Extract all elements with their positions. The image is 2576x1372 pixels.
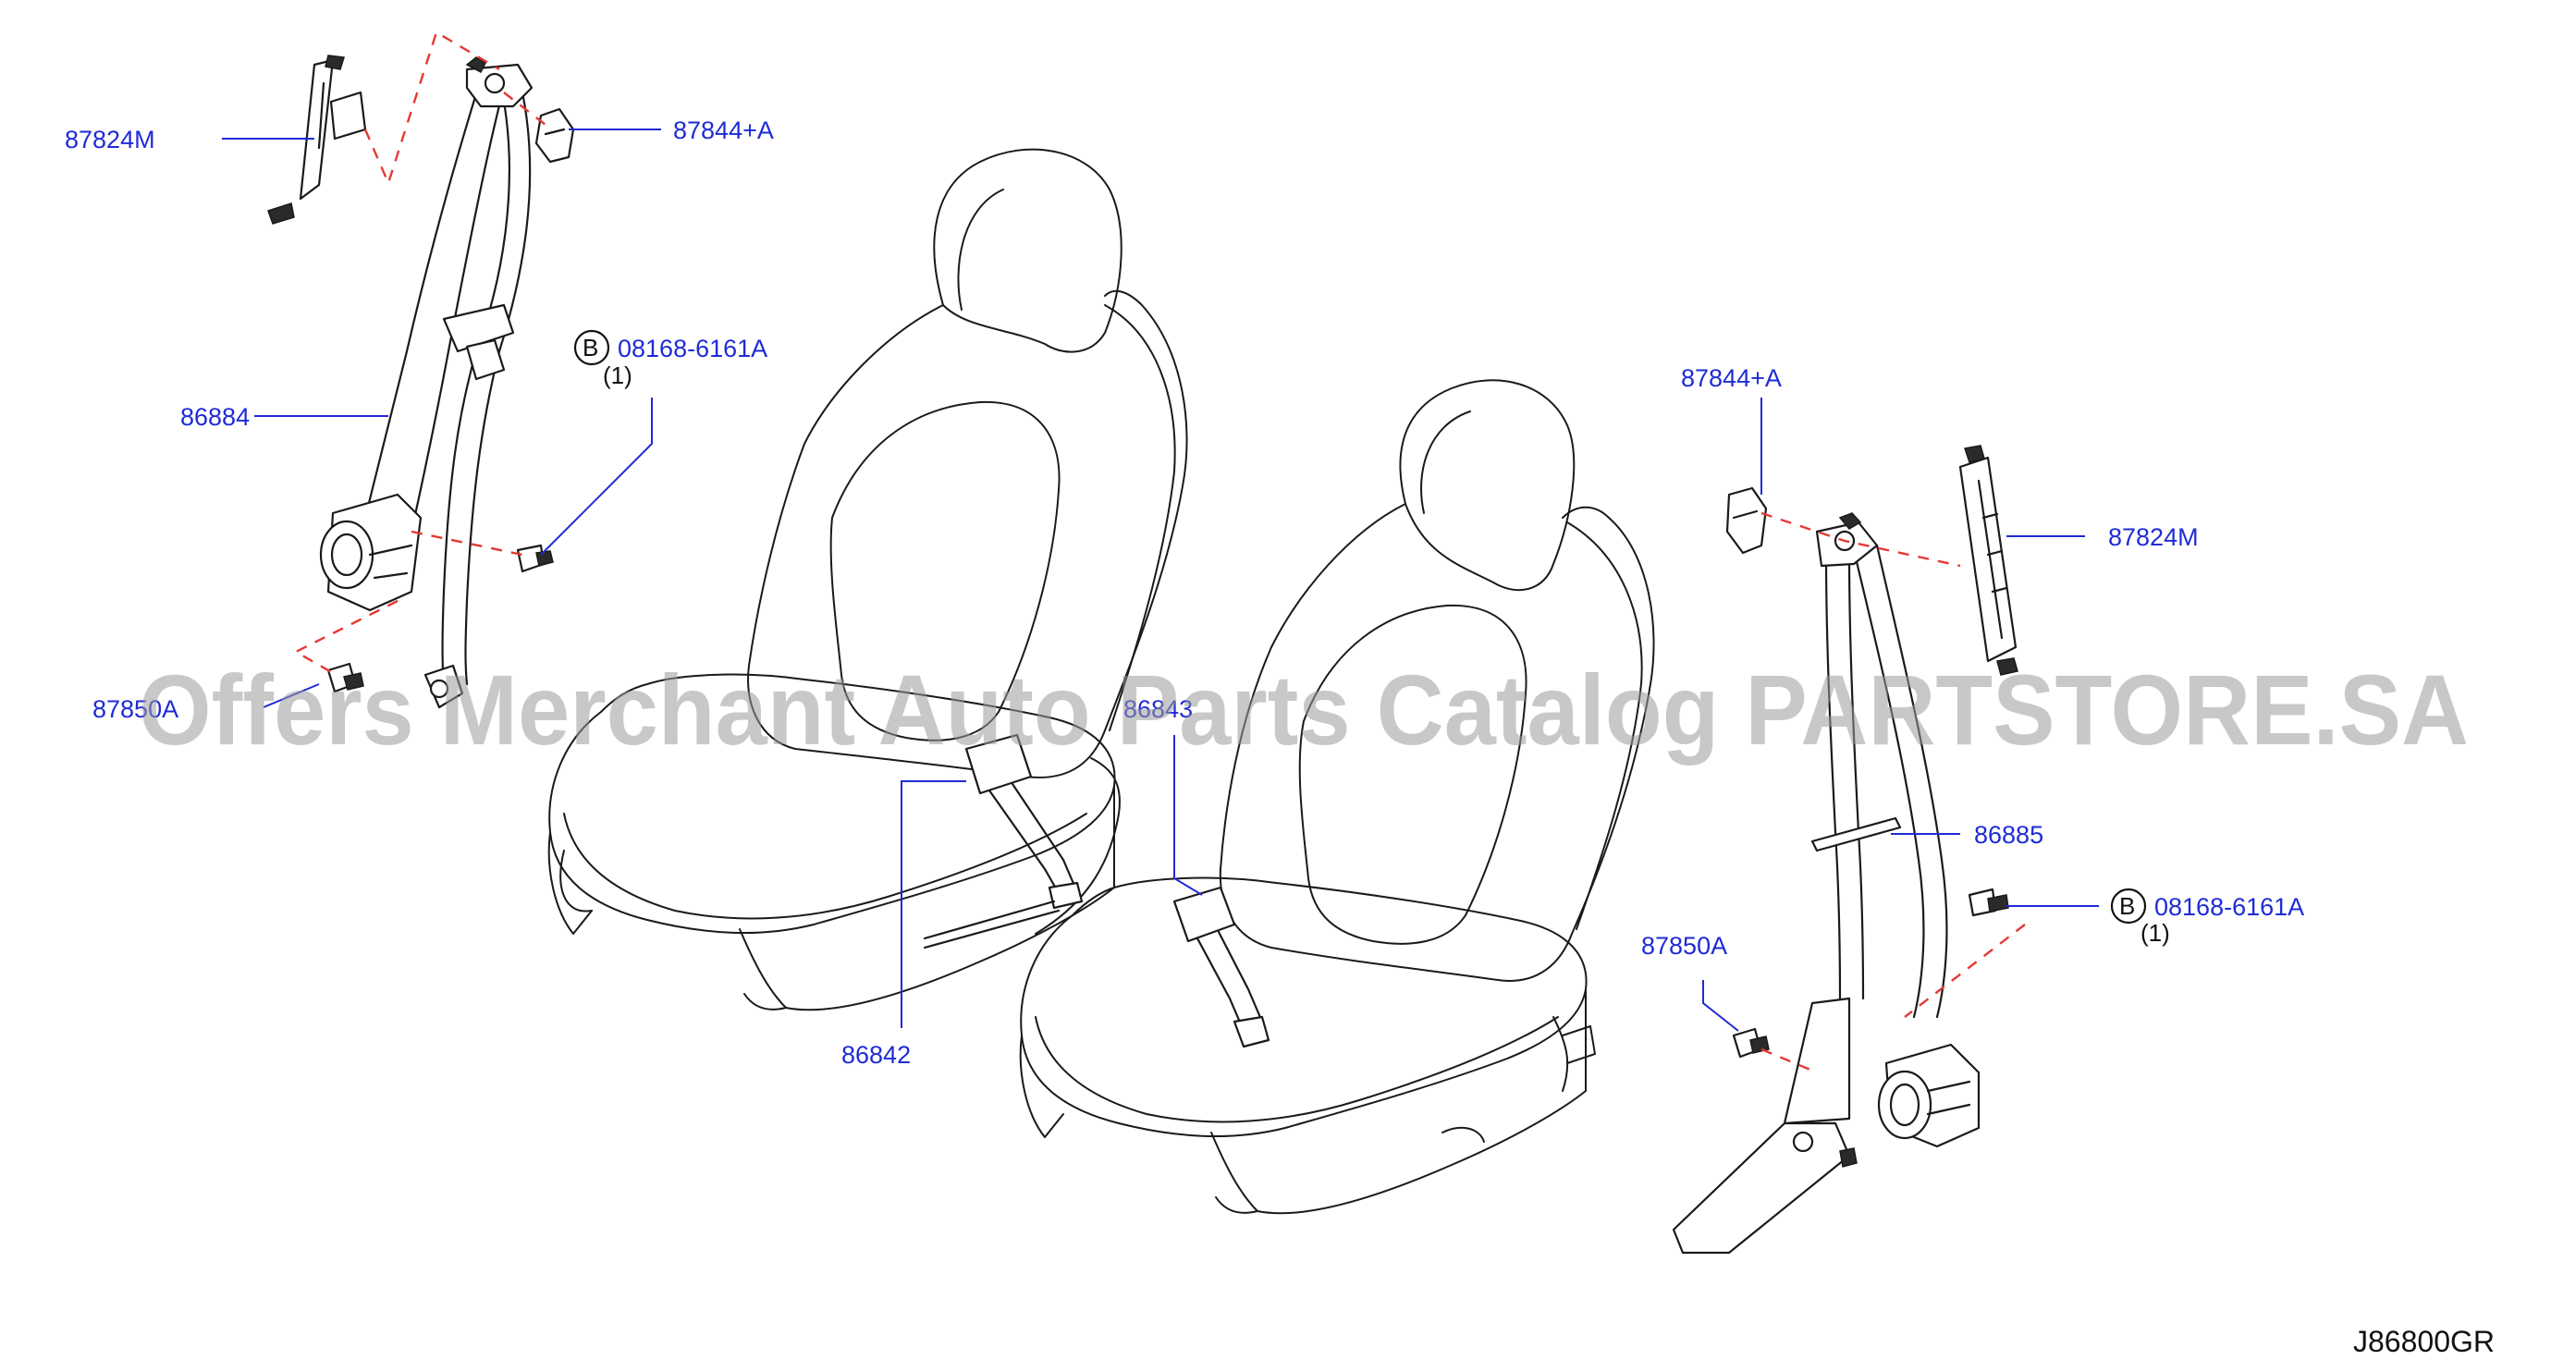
- bolt-87850a-right-drawing: [1732, 1027, 1770, 1059]
- label-87824m-left[interactable]: 87824M: [65, 126, 155, 153]
- bolt-callout-circle-left: [573, 329, 610, 366]
- bolt-87850a-left-drawing: [326, 662, 364, 693]
- height-adjuster-87824m-left-drawing: [267, 55, 367, 225]
- right-seat-drawing: [1019, 379, 1655, 1215]
- label-leader-lines: [222, 129, 2099, 1032]
- diagram-code: J86800GR: [2353, 1325, 2495, 1358]
- label-87844a-right[interactable]: 87844+A: [1681, 364, 1782, 392]
- label-87850a-right[interactable]: 87850A: [1641, 932, 1727, 960]
- bolt-callout-circle-right: [2110, 888, 2147, 925]
- seat-belt-86884-drawing: [319, 56, 534, 709]
- part-labels: 87824M 87844+A 86884 B 08168-6161A (1) 8…: [65, 116, 2304, 1069]
- buckle-86843-drawing: [1172, 886, 1270, 1048]
- label-86885[interactable]: 86885: [1974, 821, 2043, 849]
- bolt-08168-6161a-left-drawing: [516, 544, 554, 573]
- label-86843[interactable]: 86843: [1123, 695, 1193, 723]
- label-qty-right: (1): [2141, 919, 2170, 947]
- label-87850a-left[interactable]: 87850A: [92, 695, 178, 723]
- left-seat-drawing: [547, 148, 1188, 1011]
- label-87844a-left[interactable]: 87844+A: [673, 116, 774, 144]
- label-qty-left: (1): [603, 361, 632, 389]
- label-87824m-right[interactable]: 87824M: [2108, 523, 2199, 551]
- seat-belt-86885-drawing: [1672, 512, 1981, 1255]
- cover-87844a-left-drawing: [534, 107, 575, 164]
- label-86884[interactable]: 86884: [180, 403, 250, 431]
- label-08168-6161a-left[interactable]: 08168-6161A: [618, 335, 767, 362]
- assembly-dashed-lines: [293, 31, 2026, 1074]
- watermark-text: Offers Merchant Auto Parts Catalog PARTS…: [139, 654, 2469, 766]
- label-b-right: B: [2119, 892, 2135, 920]
- height-adjuster-87824m-right-drawing: [1958, 445, 2018, 676]
- bolt-08168-6161a-right-drawing: [1968, 888, 2009, 917]
- buckle-86842-drawing: [923, 733, 1084, 949]
- label-86842[interactable]: 86842: [841, 1041, 911, 1069]
- cover-87844a-right-drawing: [1725, 486, 1768, 555]
- label-08168-6161a-right[interactable]: 08168-6161A: [2154, 893, 2304, 921]
- label-b-left: B: [583, 334, 598, 361]
